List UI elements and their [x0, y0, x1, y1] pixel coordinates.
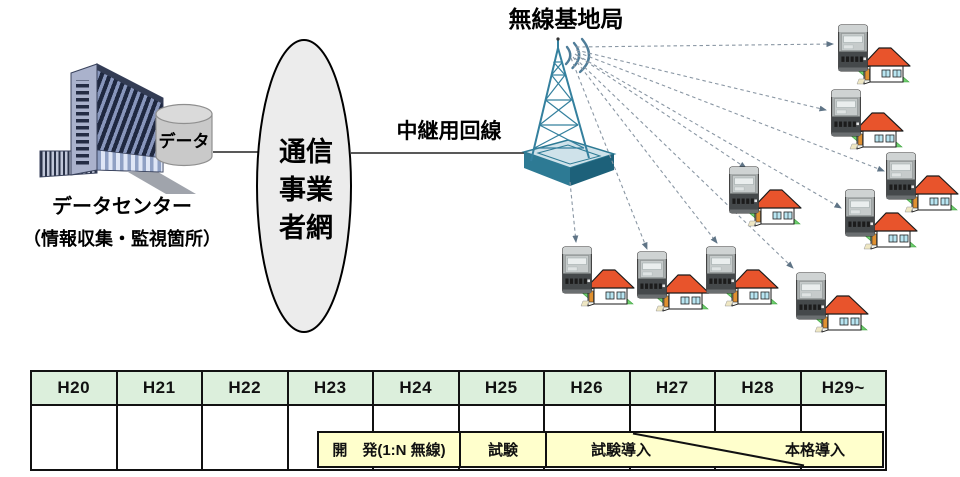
wireless-link-arrows: [569, 41, 885, 269]
phase-test: 試験: [461, 433, 547, 466]
cylinder-label: データ: [159, 131, 210, 151]
year-header: H20: [32, 372, 118, 404]
timeline-cell: [117, 406, 203, 469]
year-header: H29~: [801, 372, 885, 404]
network-label-line2: 事業: [279, 175, 333, 205]
timeline-table: H20 H21 H22 H23 H24 H25 H26 H27 H28 H29~…: [30, 370, 887, 471]
phase-full-deployment: 本格導入: [785, 442, 846, 459]
year-header: H25: [459, 372, 545, 404]
smart-meter-house-icon: [636, 251, 710, 312]
timeline-header-row: H20 H21 H22 H23 H24 H25 H26 H27 H28 H29~: [32, 372, 885, 406]
timeline-cell: [32, 406, 118, 469]
datacenter-sublabel: （情報収集・監視箇所）: [23, 228, 221, 249]
phase-development: 開 発(1:N 無線): [319, 433, 461, 466]
smart-meter-house-icon: [837, 24, 911, 85]
carrier-network-ellipse: 通信 事業 者網: [256, 39, 352, 333]
database-cylinder-icon: データ: [155, 103, 213, 167]
office-building-icon: [39, 63, 196, 194]
smart-meter-house-icon: [885, 152, 959, 213]
year-header: H22: [203, 372, 289, 404]
timeline-cell: [203, 406, 289, 469]
smart-meter-houses: [561, 24, 959, 333]
year-header: H26: [545, 372, 631, 404]
smart-meter-house-icon: [830, 89, 904, 150]
network-diagram: データ データセンター （情報収集・監視箇所） 通信 事業 者網 中継用回線 無…: [23, 6, 959, 333]
year-header: H23: [288, 372, 374, 404]
radio-tower-icon: [521, 37, 617, 186]
smart-meter-house-icon: [795, 272, 869, 333]
phase-band: 開 発(1:N 無線) 試験 試験導入 本格導入: [317, 431, 884, 468]
network-label-line3: 者網: [279, 212, 333, 243]
year-header: H27: [630, 372, 716, 404]
phase-deployment-section: 試験導入 本格導入: [547, 433, 882, 466]
relay-line-label: 中継用回線: [397, 119, 502, 143]
year-header: H21: [117, 372, 203, 404]
network-label-line1: 通信: [279, 137, 333, 167]
base-station-label: 無線基地局: [509, 6, 624, 32]
year-header: H28: [716, 372, 802, 404]
smart-meter-house-icon: [561, 246, 635, 307]
year-header: H24: [374, 372, 460, 404]
datacenter-label: データセンター: [52, 194, 192, 218]
phase-diagonal-divider: [632, 433, 805, 466]
smart-meter-house-icon: [705, 246, 779, 307]
phase-trial-deployment: 試験導入: [591, 442, 652, 459]
